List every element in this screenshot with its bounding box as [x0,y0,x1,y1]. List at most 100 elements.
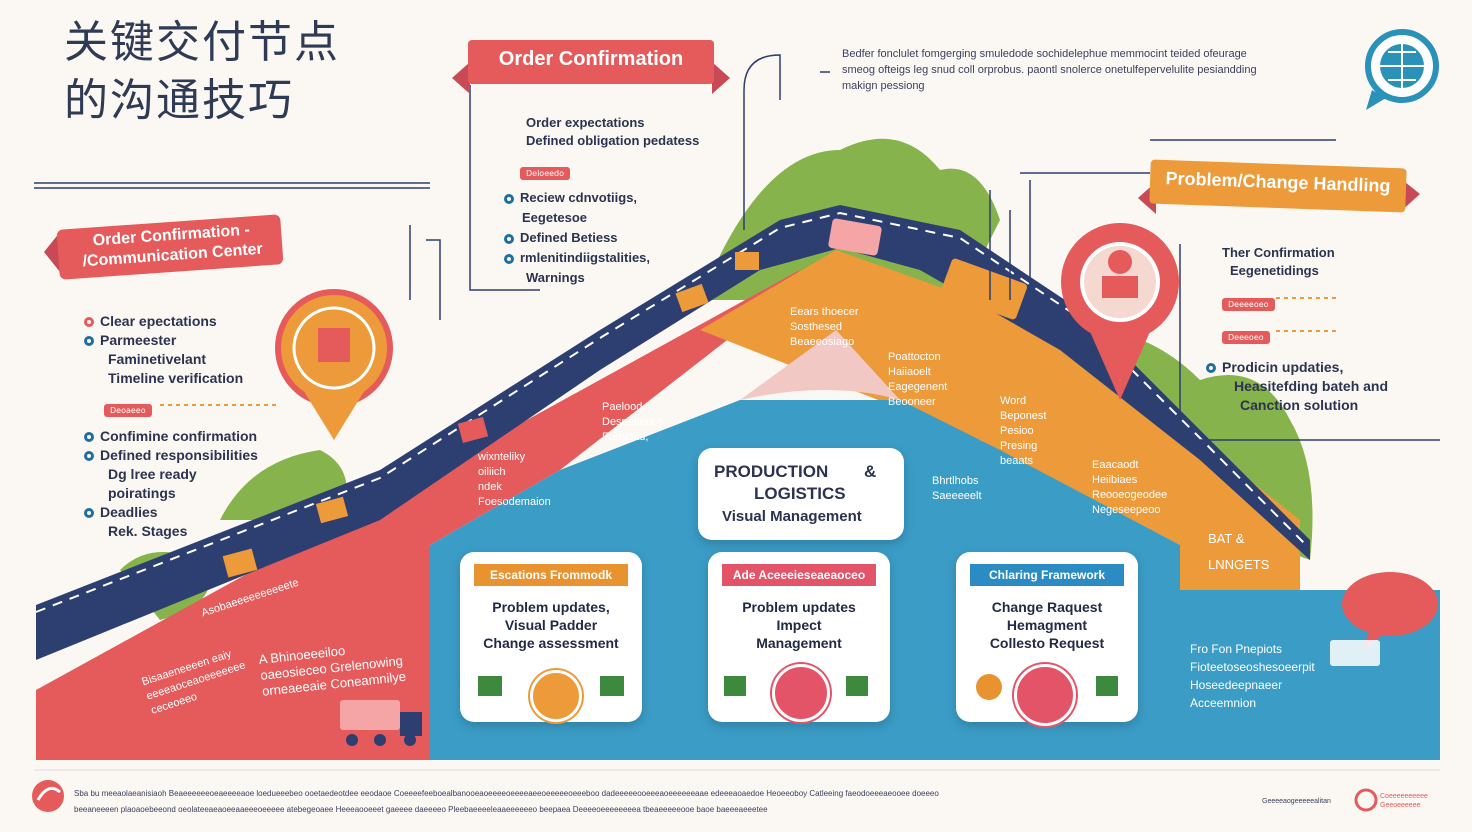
left-bullet: Defined responsibilities [84,446,258,465]
left-list-2: Confimine confirmation Defined responsib… [84,427,258,541]
slope-text: Sosthesed [790,321,842,333]
top-center-bullet: rmlenitindiigstalities, [504,248,650,268]
bullet-text: Reciew cdnvotiigs, [520,190,638,205]
top-center-item: Defined obligation pedatess [526,133,700,148]
bullet-text: Parmeester [100,332,177,348]
footer-right-label: Geeeeaogeeeeealitan [1262,798,1331,805]
top-center-bullet-plain: Warnings [526,270,585,285]
red-slope-label-a: Paelood Desnedencs Foreload, [602,400,663,445]
card-change-framework: Chlaring Framework Change Raquest Hemagm… [956,552,1138,726]
right-plain: Canction solution [1240,397,1359,413]
bullet-icon [84,336,94,347]
top-center-bullet: Defined Betiess [504,228,650,248]
slope-text: Eears thoecer [790,306,859,318]
slope-text: Negeseepeoo [1092,504,1161,516]
footer-logo-left [32,780,64,812]
card-line: Collesto Request [989,635,1105,651]
orange-label-f: BAT & LNNGETS [1208,526,1269,578]
center-box-line2: LOGISTICS [754,484,846,503]
footer-brand-line: Coeeeeeeeeee [1380,793,1428,800]
slope-text: Paelood [602,401,643,413]
left-plain: Rek. Stages [108,523,188,539]
left-plain: Dg lree ready [108,466,197,482]
card-line: Change assessment [483,635,619,651]
left-plain: Faminetivelant [108,351,207,367]
top-right-line1: Bedfer fonclulet fomgerging smuledode so… [842,48,1247,60]
orange-label-e: Bhrtlhobs Saeeeeelt [932,474,982,504]
slope-text: wixnteliky [478,451,526,463]
red-slope-label-b: wixnteliky oiliich ndek Foesodemaion [478,450,551,510]
slope-text: Haiiaoelt [888,366,931,378]
card-escalation-framework: Escations Frommodk Problem updates, Visu… [460,552,642,722]
bullet-icon [504,233,514,244]
right-tag-label: Deeeeoeo [1222,298,1275,311]
bullet-icon [84,432,94,443]
slope-text: Fro Fon Pnepiots [1190,642,1283,656]
slope-text: Fioteetoseoshesoeerpit [1190,660,1315,674]
ribbon-left [44,214,284,280]
flag-icon [724,676,746,696]
page-title-line1: 关键交付节点 [64,17,340,68]
slope-text: Word [1000,395,1027,407]
left-plain: poiratings [108,485,176,501]
footer-text: Sba bu meeaolaeanisiaoh Beaeeeeeeoeaeeee… [74,786,1174,818]
right-item: Ther Confirmation [1222,245,1335,260]
left-bullet: Parmeester [84,331,243,350]
card-line: Change Raquest [991,599,1103,615]
card-line: Problem updates [742,599,856,615]
center-box-amp: & [864,462,877,481]
bullet-icon [504,253,514,264]
top-right-line3: makign pessiong [842,80,925,92]
slope-text: Poattocton [888,351,941,363]
slope-text: Foreload, [602,431,649,443]
ribbon-right [1138,159,1420,214]
footer-logo-right [1354,788,1378,812]
slope-text: Acceemnion [1190,696,1257,710]
card-line: Management [756,635,842,651]
card-line: Problem updates, [492,599,610,615]
footer-brand-line: Geeoeeeeee [1380,802,1421,809]
left-tag: Deoaeeo [104,398,152,417]
card-emblem-icon [772,664,830,722]
slope-text: LNNGETS [1208,557,1270,572]
bullet-icon [504,193,514,204]
right-bullet: Prodicin updaties, [1206,358,1388,377]
top-center-item: Order expectations [526,115,645,130]
left-list-1: Clear epectations Parmeester Faminetivel… [84,312,243,388]
bullet-text: Confimine confirmation [100,428,258,444]
top-right-paragraph: Bedfer fonclulet fomgerging smuledode so… [842,46,1342,94]
footer-line: Sba bu meeaolaeanisiaoh Beaeeeeeeoeaeeee… [74,789,939,798]
slope-orange [700,250,1300,590]
production-logistics-box: PRODUCTION & LOGISTICS Visual Management [698,448,904,540]
right-list-1: Ther Confirmation Eegenetidings [1222,244,1335,280]
bullet-text: Deadlies [100,504,158,520]
orange-label-d: Eaacaodt Heiibiaes Reooeogeodee Negeseep… [1092,458,1167,518]
bullet-icon [84,451,94,462]
left-plain: Timeline verification [108,370,244,386]
card-body: Change Raquest Hemagment Collesto Reques… [966,598,1128,652]
page-title-line2: 的沟通技巧 [64,75,294,126]
left-bullet: Clear epectations [84,312,243,331]
orange-label-a: Eears thoecer Sosthesed Beaeeosiago [790,305,858,350]
card-impact-management: Ade Aceeeieseaeaoceo Problem updates Imp… [708,552,890,722]
slope-text: Pesioo [1000,425,1034,437]
slope-text: beaats [1000,455,1034,467]
orange-label-b: Poattocton Haiiaoelt Eagegenent Beooneer [888,350,947,410]
left-bullet: Deadlies [84,503,258,522]
slope-text: Beooneer [888,396,936,408]
blue-right-label: Fro Fon Pnepiots Fioteetoseoshesoeerpit … [1190,640,1315,712]
footer-line: beeaneeeen plaoaoebeeond oeolateeaeaoeea… [74,805,768,814]
card-body: Problem updates, Visual Padder Change as… [470,598,632,652]
footer-right-brand: Coeeeeeeeeee Geeoeeeeee [1380,792,1428,810]
slope-text: Beponest [1000,410,1047,422]
bullet-text: rmlenitindiigstalities, [520,250,651,265]
slope-text: Eagegenent [888,381,948,393]
character-icon [976,674,1002,700]
top-center-tag: Deloeedo [520,161,571,180]
slope-red [36,250,836,760]
bullet-text: Prodicin updaties, [1222,359,1344,375]
top-center-tag-label: Deloeedo [520,167,571,180]
globe-icon [1365,29,1439,110]
card-head: Ade Aceeeieseaeaoceo [722,564,876,586]
right-tag-2: Deeeoeo [1222,325,1270,344]
